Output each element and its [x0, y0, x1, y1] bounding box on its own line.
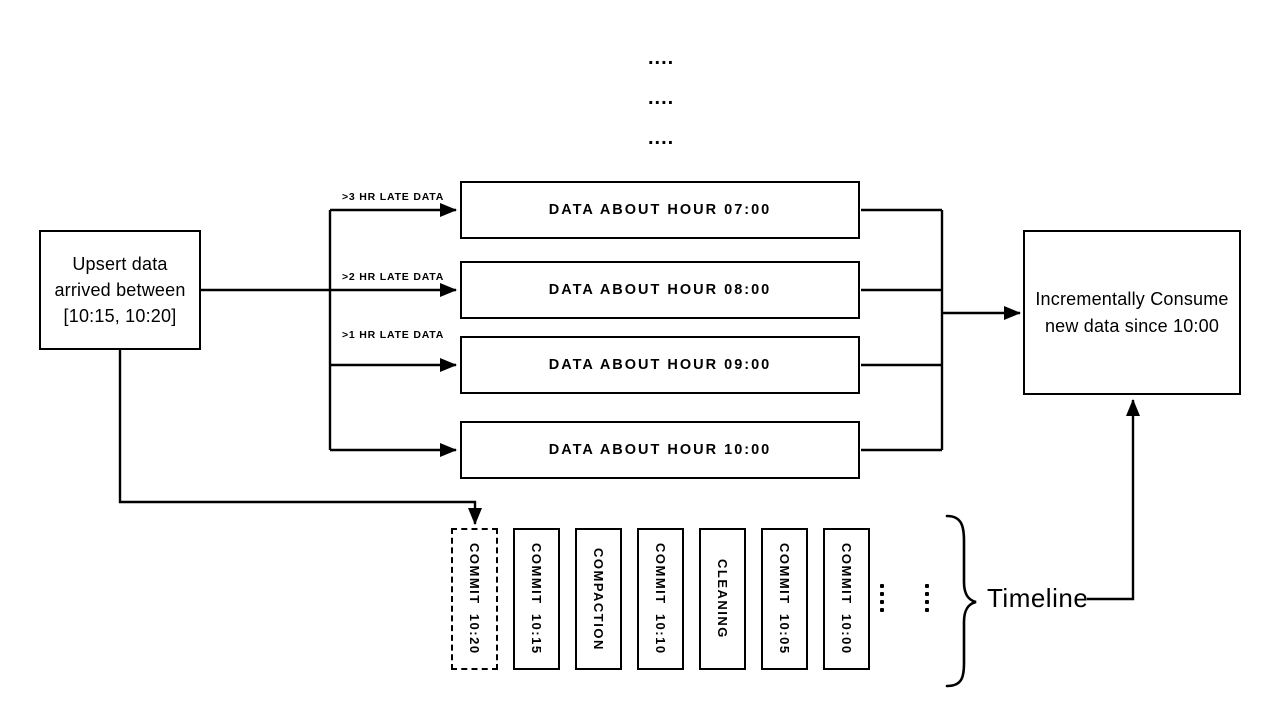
hour-box-1000: DATA ABOUT HOUR 10:00 — [460, 421, 860, 479]
upsert-data-box: Upsert data arrived between [10:15, 10:2… — [39, 230, 201, 350]
timeline-entry-label: COMMIT 10:20 — [467, 543, 482, 655]
timeline-entry-label: COMMIT 10:00 — [839, 543, 854, 655]
timeline-entry-label: COMPACTION — [591, 547, 606, 651]
timeline-label: Timeline — [987, 583, 1089, 613]
timeline-commit-1020: COMMIT 10:20 — [451, 528, 498, 670]
top-ellipsis-row: .... — [648, 87, 675, 109]
upsert-line: [10:15, 10:20] — [63, 306, 177, 327]
top-ellipsis-row: .... — [648, 47, 675, 69]
timeline-ellipsis — [880, 584, 884, 612]
curly-brace — [945, 514, 977, 688]
hour-box-0800: DATA ABOUT HOUR 08:00 — [460, 261, 860, 319]
timeline-entry-label: COMMIT 10:10 — [653, 543, 668, 655]
timeline-commit-1000: COMMIT 10:00 — [823, 528, 870, 670]
upsert-line: arrived between — [54, 279, 186, 300]
timeline-commit-1010: COMMIT 10:10 — [637, 528, 684, 670]
late-data-label-3hr: >3 HR LATE DATA — [342, 191, 445, 203]
hour-box-0700: DATA ABOUT HOUR 07:00 — [460, 181, 860, 239]
timeline-compaction: COMPACTION — [575, 528, 622, 670]
timeline-entry-label: CLEANING — [715, 559, 730, 639]
timeline-entry-label: COMMIT 10:05 — [777, 543, 792, 655]
hour-box-0900: DATA ABOUT HOUR 09:00 — [460, 336, 860, 394]
timeline-entry-label: COMMIT 10:15 — [529, 543, 544, 655]
top-ellipsis-row: .... — [648, 127, 675, 149]
late-data-label-1hr: >1 HR LATE DATA — [342, 329, 445, 341]
timeline-cleaning: CLEANING — [699, 528, 746, 670]
consume-line: Incrementally Consume — [1035, 289, 1229, 310]
timeline-commit-1015: COMMIT 10:15 — [513, 528, 560, 670]
late-data-label-2hr: >2 HR LATE DATA — [342, 271, 445, 283]
timeline-commit-1005: COMMIT 10:05 — [761, 528, 808, 670]
incremental-consume-box: Incrementally Consume new data since 10:… — [1023, 230, 1241, 395]
upsert-line: Upsert data — [72, 253, 168, 274]
timeline-ellipsis — [925, 584, 929, 612]
consume-line: new data since 10:00 — [1044, 315, 1220, 336]
